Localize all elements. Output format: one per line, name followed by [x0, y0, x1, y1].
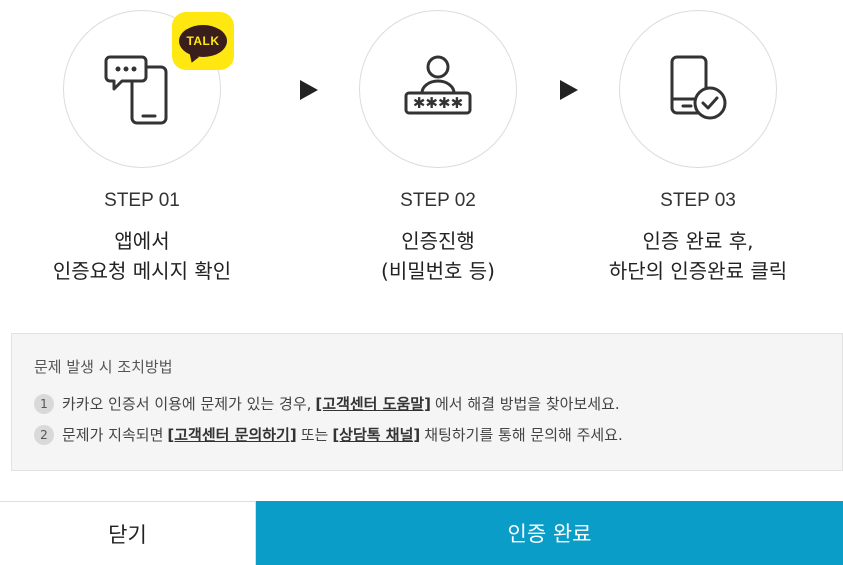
step-03: STEP 03 인증 완료 후, 하단의 인증완료 클릭 — [578, 0, 818, 286]
step-01-desc-line1: 앱에서 — [114, 229, 170, 253]
step-02-desc-line2: (비밀번호 등) — [381, 259, 495, 283]
step-03-desc: 인증 완료 후, 하단의 인증완료 클릭 — [578, 226, 818, 286]
help-item-1: 1 카카오 인증서 이용에 문제가 있는 경우, [고객센터 도움말] 에서 해… — [34, 393, 820, 414]
troubleshooting-title: 문제 발생 시 조치방법 — [34, 358, 173, 376]
help-item-text: 또는 — [300, 426, 329, 444]
talk-bubble: TALK — [179, 25, 227, 57]
close-button[interactable]: 닫기 — [0, 501, 256, 565]
arrow-right-icon — [300, 80, 318, 100]
step-01-desc: 앱에서 인증요청 메시지 확인 — [22, 226, 262, 286]
step-02-circle: ✱✱✱✱ — [359, 10, 517, 168]
phone-chat-icon — [104, 55, 168, 125]
svg-text:✱✱✱✱: ✱✱✱✱ — [413, 94, 463, 112]
step-03-desc-line2: 하단의 인증완료 클릭 — [608, 259, 788, 283]
step-03-label: STEP 03 — [660, 190, 736, 211]
troubleshooting-box: 문제 발생 시 조치방법 1 카카오 인증서 이용에 문제가 있는 경우, [고… — [11, 333, 843, 471]
help-item-text: 채팅하기를 통해 문의해 주세요. — [424, 426, 623, 444]
help-center-link[interactable]: [고객센터 도움말] — [315, 395, 431, 413]
step-03-desc-line1: 인증 완료 후, — [642, 229, 754, 253]
help-item-number: 2 — [34, 424, 54, 445]
arrow-right-icon — [560, 80, 578, 100]
help-item-text: 문제가 지속되면 — [62, 426, 164, 444]
help-item-text: 카카오 인증서 이용에 문제가 있는 경우, — [62, 395, 312, 413]
step-01-desc-line2: 인증요청 메시지 확인 — [52, 259, 232, 283]
step-03-circle — [619, 10, 777, 168]
auth-complete-button[interactable]: 인증 완료 — [256, 501, 843, 565]
step-02: ✱✱✱✱ STEP 02 인증진행 (비밀번호 등) — [318, 0, 558, 286]
kakaotalk-badge-icon: TALK — [172, 12, 234, 70]
help-item-2: 2 문제가 지속되면 [고객센터 문의하기] 또는 [상담톡 채널] 채팅하기를… — [34, 424, 820, 445]
step-02-label: STEP 02 — [400, 190, 476, 211]
help-item-text: 에서 해결 방법을 찾아보세요. — [434, 395, 620, 413]
help-item-number: 1 — [34, 393, 54, 414]
step-01-label: STEP 01 — [104, 190, 180, 211]
contact-center-link[interactable]: [고객센터 문의하기] — [167, 426, 297, 444]
step-guide: STEP 01 앱에서 인증요청 메시지 확인 TALK ✱✱✱✱ STEP 0… — [0, 0, 843, 300]
chat-channel-link[interactable]: [상담톡 채널] — [332, 426, 421, 444]
user-password-icon: ✱✱✱✱ — [404, 55, 472, 115]
phone-check-icon — [670, 55, 727, 120]
step-02-desc-line1: 인증진행 — [401, 229, 475, 253]
step-02-desc: 인증진행 (비밀번호 등) — [318, 226, 558, 286]
